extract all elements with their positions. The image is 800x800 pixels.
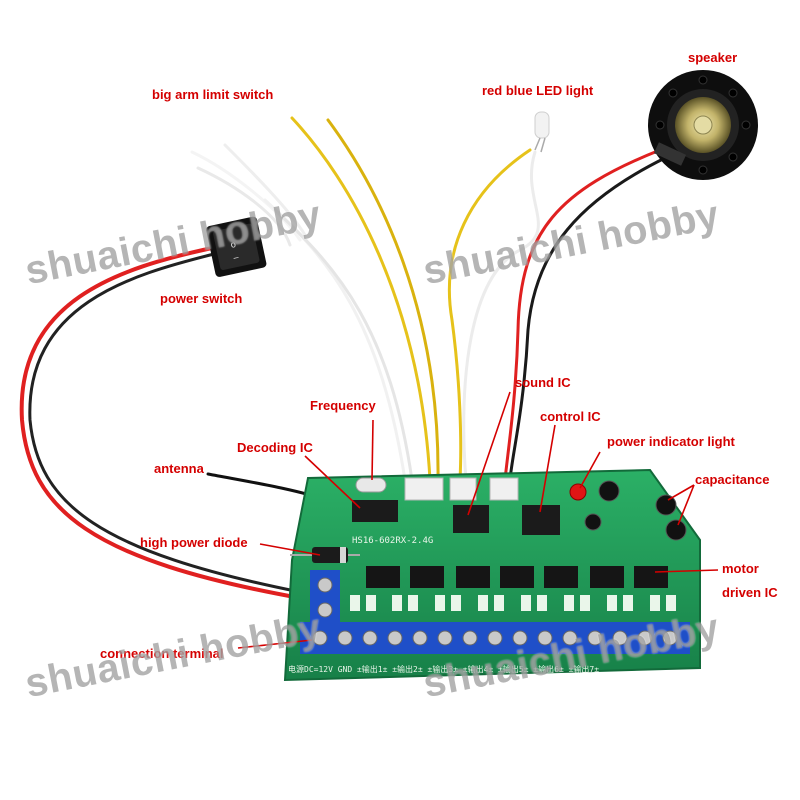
capacitors xyxy=(584,480,687,541)
power-wire-red xyxy=(19,246,302,600)
rocker-switch: o – xyxy=(206,216,267,277)
limit-wire-white-1 xyxy=(263,198,407,482)
decoding-ic-chip xyxy=(352,500,398,522)
limit-wire-yellow-2 xyxy=(326,118,440,482)
leader-lines xyxy=(237,391,719,649)
header-connectors xyxy=(404,477,519,501)
label-driven-ic: driven IC xyxy=(722,585,778,600)
switch-wire-white-2 xyxy=(196,166,292,247)
label-power-indicator-light: power indicator light xyxy=(607,434,735,449)
label-control-ic: control IC xyxy=(540,409,601,424)
board-model-text: HS16-602RX-2.4G xyxy=(352,536,433,546)
board-bottom-text: 电源DC=12V GND ±输出1± ±输出2± ±输出3± ±输出4± ±输出… xyxy=(288,664,599,674)
limit-wire-yellow-1 xyxy=(290,116,432,482)
label-high-power-diode: high power diode xyxy=(140,535,248,550)
motor-driver-ics xyxy=(366,566,668,588)
label-motor: motor xyxy=(722,561,759,576)
svg-text:o: o xyxy=(230,239,237,250)
speaker-wire-black xyxy=(508,156,667,482)
label-speaker: speaker xyxy=(688,50,738,65)
label-frequency: Frequency xyxy=(310,398,376,413)
power-wire-black xyxy=(28,252,302,594)
label-power-switch: power switch xyxy=(160,291,243,306)
label-sound-ic: sound IC xyxy=(515,375,571,390)
label-big-arm-limit-switch: big arm limit switch xyxy=(152,87,274,102)
power-indicator-led xyxy=(569,483,587,501)
switch-wire-white-1 xyxy=(190,150,302,242)
switch-wire-white-3 xyxy=(223,143,307,237)
limit-wire-white-2 xyxy=(273,208,414,482)
sound-ic-chip xyxy=(453,505,489,533)
high-power-diode-part xyxy=(290,547,360,563)
speaker-wire-red xyxy=(503,148,662,482)
crystal-oscillator xyxy=(355,477,387,493)
label-connection-terminal: connection terminal xyxy=(100,646,224,661)
led-wire-yellow xyxy=(447,148,532,482)
output-terminal-strip xyxy=(300,622,690,654)
label-red-blue-led-light: red blue LED light xyxy=(482,83,594,98)
svg-text:–: – xyxy=(232,252,239,263)
speaker-component xyxy=(648,70,758,180)
label-antenna: antenna xyxy=(154,461,204,476)
label-capacitance: capacitance xyxy=(695,472,770,487)
led-wire-white xyxy=(462,150,540,482)
label-decoding-ic: Decoding IC xyxy=(237,440,313,455)
led-component xyxy=(534,111,550,153)
